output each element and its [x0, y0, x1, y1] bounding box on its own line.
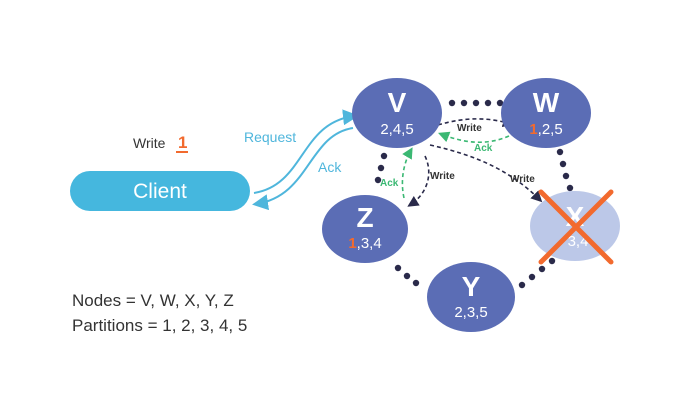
node-v-letter: V — [388, 87, 407, 118]
write-arrow-v-z — [407, 155, 430, 207]
node-v[interactable]: V 2,4,5 — [352, 78, 442, 148]
ring-connections — [374, 99, 574, 289]
node-z-letter: Z — [356, 202, 373, 233]
ack-arrow-z-v — [401, 147, 413, 199]
write-value: 1 — [178, 133, 187, 152]
write-arrow-v-x — [429, 144, 543, 203]
dots-v-z — [374, 152, 388, 184]
request-arrow — [253, 109, 359, 194]
dots-w-x — [556, 148, 574, 192]
ack-arrow — [252, 127, 354, 211]
node-y-partitions: 2,3,5 — [454, 304, 487, 321]
node-v-partitions: 2,4,5 — [380, 121, 413, 138]
client-label: Client — [133, 180, 187, 203]
node-z[interactable]: Z 1,3,4 — [322, 195, 408, 263]
failed-cross-icon — [538, 189, 614, 265]
write-prefix: Write — [133, 135, 166, 151]
client-pill[interactable] — [70, 171, 250, 211]
node-y-letter: Y — [462, 271, 481, 302]
write-label-v-x: Write — [510, 174, 535, 185]
svg-text:1,3,4: 1,3,4 — [348, 235, 381, 252]
node-z-partitions: ,3,4 — [357, 235, 382, 252]
request-label: Request — [244, 129, 296, 145]
node-w-partition-highlight: 1 — [529, 121, 537, 138]
ack-label: Ack — [318, 159, 342, 175]
node-z-partition-highlight: 1 — [348, 235, 356, 252]
node-w-partitions: ,2,5 — [538, 121, 563, 138]
node-y[interactable]: Y 2,3,5 — [427, 262, 515, 332]
nodes-list: Nodes = V, W, X, Y, Z — [72, 291, 234, 310]
partitions-list: Partitions = 1, 2, 3, 4, 5 — [72, 316, 247, 335]
ack-label-w-v: Ack — [474, 143, 493, 154]
dots-z-y — [394, 264, 420, 287]
node-x-failed[interactable]: X 3,4 — [530, 189, 620, 265]
node-w-letter: W — [533, 87, 560, 118]
svg-text:1,2,5: 1,2,5 — [529, 121, 562, 138]
ack-label-z-v: Ack — [380, 178, 399, 189]
dots-y-x — [518, 257, 556, 289]
ack-arrow-w-v — [438, 131, 510, 144]
dots-v-w — [448, 99, 504, 107]
write-label-v-z: Write — [430, 171, 455, 182]
node-w[interactable]: W 1,2,5 — [501, 78, 591, 148]
write-arrow-v-w — [437, 116, 515, 128]
write-label-v-w: Write — [457, 123, 482, 134]
